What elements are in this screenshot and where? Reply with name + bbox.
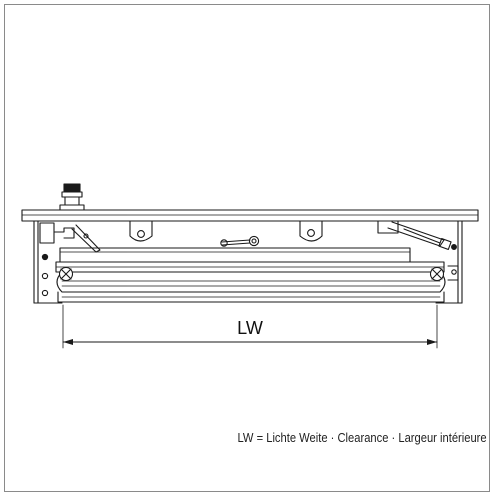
linkage-rod — [220, 235, 260, 247]
drawing-frame — [4, 4, 490, 492]
dimension-arrows — [63, 339, 437, 345]
right-bolt — [429, 266, 445, 282]
left-bolt — [58, 266, 74, 282]
caption: LW = Lichte Weite · Clearance · Largeur … — [237, 430, 487, 445]
dimension-label: LW — [237, 318, 263, 338]
left-housing — [33, 220, 101, 304]
shaft-assembly — [55, 247, 446, 303]
center-bracket — [129, 220, 323, 242]
connector-nut — [59, 183, 85, 211]
right-housing — [377, 220, 463, 304]
arrow-left — [63, 339, 73, 345]
top-flange — [21, 209, 479, 222]
arrow-right — [427, 339, 437, 345]
